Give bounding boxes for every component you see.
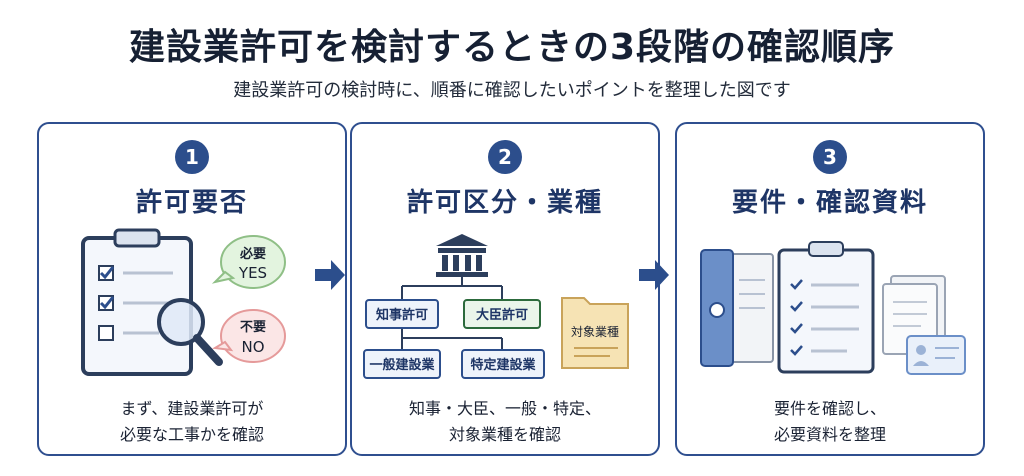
step-desc-2-line-2: 対象業種を確認	[448, 425, 561, 444]
arrow-right-icon	[639, 260, 669, 290]
step-desc-1: まず、建設業許可が 必要な工事かを確認	[39, 396, 345, 448]
yes-bubble-bottom: YES	[238, 264, 267, 282]
box-minister-label: 大臣許可	[476, 307, 528, 323]
folder-icon: 対象業種	[561, 297, 629, 369]
no-bubble: 不要 NO	[212, 309, 286, 363]
no-bubble-bottom: NO	[241, 338, 264, 356]
box-general-label: 一般建設業	[369, 357, 435, 373]
box-minister-permit: 大臣許可	[463, 299, 541, 329]
step-desc-2: 知事・大臣、一般・特定、 対象業種を確認	[352, 396, 658, 448]
hierarchy-connectors	[401, 277, 503, 350]
no-bubble-top: 不要	[240, 320, 266, 335]
step-title-2: 許可区分・業種	[406, 188, 603, 218]
page-title: 建設業許可を検討するときの3段階の確認順序	[128, 27, 896, 68]
step-desc-1-line-1: まず、建設業許可が	[120, 399, 264, 418]
page-subtitle: 建設業許可の検討時に、順番に確認したいポイントを整理した図です	[233, 80, 791, 101]
step-card-3: 3 要件・確認資料	[675, 122, 985, 456]
step-number-3: 3	[813, 140, 847, 174]
step-desc-1-line-2: 必要な工事かを確認	[119, 425, 264, 444]
step-desc-3-line-1: 要件を確認し、	[773, 399, 886, 418]
box-governor-permit: 知事許可	[365, 299, 439, 329]
box-special-construction: 特定建設業	[461, 349, 545, 379]
step-3-illustration	[700, 241, 966, 375]
id-card-icon	[906, 335, 966, 375]
step-2-illustration: 知事許可 大臣許可 一般建設業 特定建設業 対象業種	[363, 234, 629, 379]
step-desc-3-line-2: 必要資料を整理	[773, 425, 886, 444]
yes-bubble: 必要 YES	[211, 235, 286, 289]
step-title-1: 許可要否	[135, 188, 248, 218]
government-building-icon	[436, 234, 488, 277]
step-card-1: 1 許可要否 必要 YES 不要 NO	[37, 122, 347, 456]
step-number-2: 2	[488, 140, 522, 174]
box-governor-label: 知事許可	[376, 307, 428, 323]
step-number-1: 1	[175, 140, 209, 174]
folder-label: 対象業種	[571, 325, 619, 339]
yes-bubble-top: 必要	[239, 246, 266, 262]
box-general-construction: 一般建設業	[363, 349, 441, 379]
binder-icon	[700, 249, 774, 367]
step-desc-3: 要件を確認し、 必要資料を整理	[677, 396, 983, 448]
box-special-label: 特定建設業	[470, 357, 536, 373]
clipboard-checklist-icon	[777, 241, 875, 374]
step-desc-2-line-1: 知事・大臣、一般・特定、	[408, 399, 601, 418]
step-1-illustration: 必要 YES 不要 NO	[81, 228, 286, 376]
arrow-right-icon	[315, 260, 345, 290]
step-card-2: 2 許可区分・業種 知事許可 大臣許可	[350, 122, 660, 456]
magnifier-icon	[157, 298, 223, 366]
step-title-3: 要件・確認資料	[731, 188, 928, 218]
